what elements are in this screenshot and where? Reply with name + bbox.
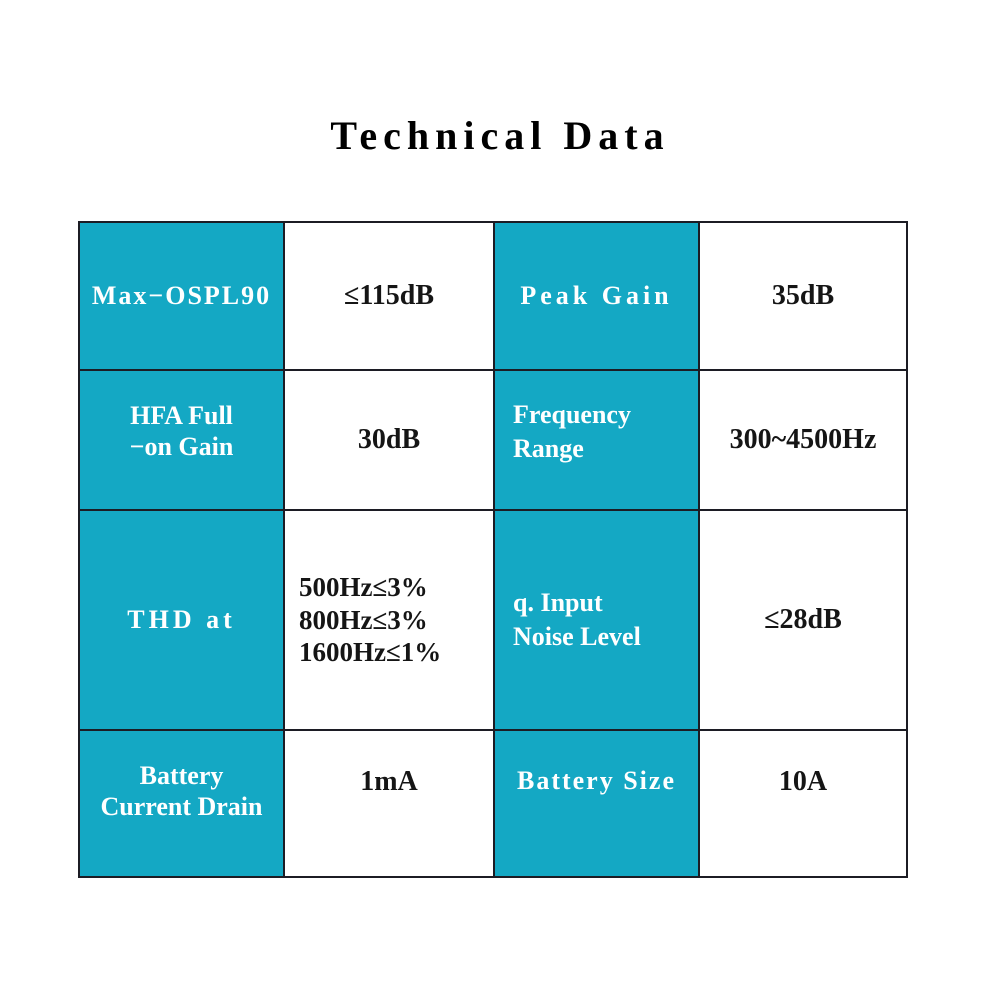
spec-label-text: Battery Current Drain bbox=[100, 760, 263, 821]
spec-value-text: 10A bbox=[778, 765, 828, 797]
spec-label-battery-size: Battery Size bbox=[493, 729, 700, 878]
technical-data-table: Max−OSPL90 ≤115dB Peak Gain 35dB HFA Ful… bbox=[78, 221, 908, 878]
table-row: HFA Full −on Gain 30dB Frequency Range 3… bbox=[78, 369, 908, 511]
table-row: THD at 500Hz≤3% 800Hz≤3% 1600Hz≤1% q. In… bbox=[78, 509, 908, 731]
spec-label-input-noise-level: q. Input Noise Level bbox=[493, 509, 700, 731]
spec-label-text: THD at bbox=[127, 604, 236, 634]
table-row: Max−OSPL90 ≤115dB Peak Gain 35dB bbox=[78, 221, 908, 371]
spec-value-text: 300~4500Hz bbox=[729, 424, 877, 456]
spec-label-text: Max−OSPL90 bbox=[91, 280, 272, 310]
spec-label-text: HFA Full −on Gain bbox=[129, 401, 234, 461]
spec-value-input-noise-level: ≤28dB bbox=[698, 509, 908, 731]
spec-value-text: ≤28dB bbox=[764, 604, 842, 636]
spec-value-max-ospl90: ≤115dB bbox=[283, 221, 495, 371]
spec-value-peak-gain: 35dB bbox=[698, 221, 908, 371]
spec-value-text: 30dB bbox=[357, 424, 421, 456]
spec-label-frequency-range: Frequency Range bbox=[493, 369, 700, 511]
spec-label-max-ospl90: Max−OSPL90 bbox=[78, 221, 285, 371]
spec-value-text: 500Hz≤3% 800Hz≤3% 1600Hz≤1% bbox=[299, 571, 442, 668]
spec-value-text: ≤115dB bbox=[343, 280, 435, 312]
spec-value-battery-current-drain: 1mA bbox=[283, 729, 495, 878]
page-title: Technical Data bbox=[330, 113, 670, 158]
spec-label-text: Battery Size bbox=[516, 766, 676, 796]
spec-value-battery-size: 10A bbox=[698, 729, 908, 878]
spec-value-thd-at: 500Hz≤3% 800Hz≤3% 1600Hz≤1% bbox=[283, 509, 495, 731]
spec-value-text: 1mA bbox=[360, 765, 418, 797]
spec-label-text: q. Input Noise Level bbox=[513, 588, 641, 651]
spec-value-frequency-range: 300~4500Hz bbox=[698, 369, 908, 511]
spec-label-battery-current-drain: Battery Current Drain bbox=[78, 729, 285, 878]
spec-label-text: Peak Gain bbox=[520, 280, 673, 310]
spec-label-hfa-full-on-gain: HFA Full −on Gain bbox=[78, 369, 285, 511]
table-row: Battery Current Drain 1mA Battery Size 1… bbox=[78, 729, 908, 878]
spec-value-hfa-full-on-gain: 30dB bbox=[283, 369, 495, 511]
spec-label-peak-gain: Peak Gain bbox=[493, 221, 700, 371]
spec-label-text: Frequency Range bbox=[513, 400, 631, 463]
spec-label-thd-at: THD at bbox=[78, 509, 285, 731]
spec-value-text: 35dB bbox=[771, 280, 835, 312]
